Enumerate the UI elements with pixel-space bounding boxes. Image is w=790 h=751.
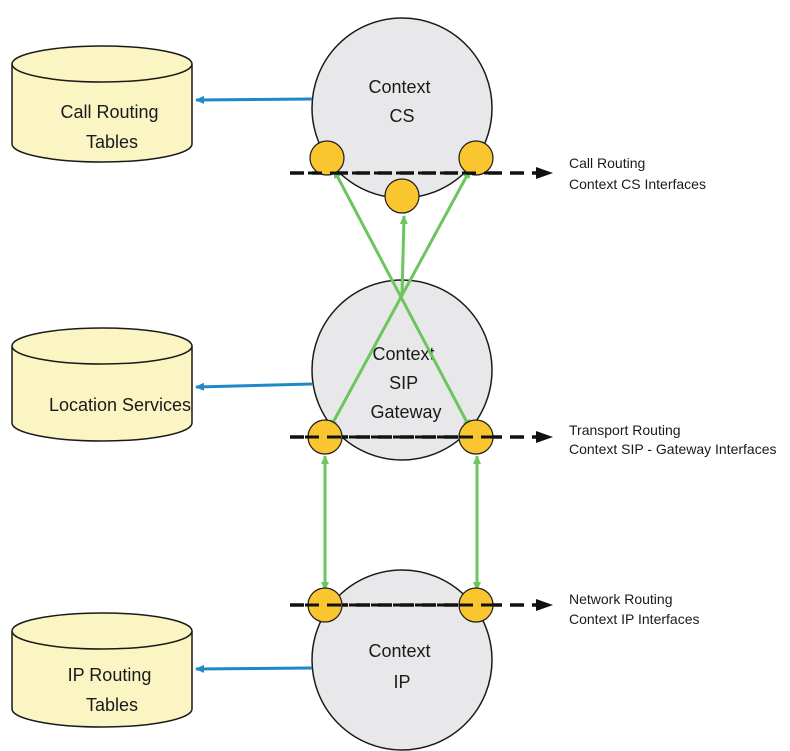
context-cs-label-line-2: CS bbox=[389, 106, 414, 126]
interface-label-sip-line-1: Transport Routing bbox=[569, 422, 681, 438]
database-call-routing-label: Call Routing Tables bbox=[60, 102, 163, 152]
context-ip-circle bbox=[311, 569, 493, 751]
context-sip-label-line-3: Gateway bbox=[370, 402, 441, 422]
green-arrow-cs-center-down bbox=[399, 215, 408, 297]
arrow-sip-to-location bbox=[195, 382, 313, 391]
arrow-ip-to-ip-routing bbox=[195, 664, 313, 673]
interface-dot-cs-right bbox=[458, 140, 494, 176]
interface-label-ip-line-2: Context IP Interfaces bbox=[569, 611, 699, 627]
database-location-services-line-1: Location Services bbox=[49, 395, 191, 415]
green-arrow-cs-right-to-sip-left bbox=[328, 169, 472, 429]
interface-dot-cs-bottom bbox=[384, 178, 420, 214]
interface-label-cs: Call Routing Context CS Interfaces bbox=[569, 155, 706, 192]
interface-dot-cs-left bbox=[309, 140, 345, 176]
arrow-cs-to-call-routing bbox=[195, 95, 313, 104]
interface-label-cs-line-1: Call Routing bbox=[569, 155, 645, 171]
interface-label-cs-line-2: Context CS Interfaces bbox=[569, 176, 706, 192]
database-call-routing-line-2: Tables bbox=[86, 132, 138, 152]
context-ip-label-line-1: Context bbox=[368, 641, 430, 661]
context-cs-label: Context CS bbox=[368, 77, 435, 126]
interface-label-sip-line-2: Context SIP - Gateway Interfaces bbox=[569, 441, 777, 457]
database-call-routing: Call Routing Tables bbox=[11, 45, 193, 163]
context-cs-label-line-1: Context bbox=[368, 77, 430, 97]
context-sip-label-line-1: Context bbox=[372, 344, 434, 364]
interface-label-sip: Transport Routing Context SIP - Gateway … bbox=[569, 422, 777, 457]
database-ip-routing: IP Routing Tables bbox=[11, 612, 193, 728]
context-ip-label-line-2: IP bbox=[393, 672, 410, 692]
database-call-routing-line-1: Call Routing bbox=[60, 102, 158, 122]
database-ip-routing-label: IP Routing Tables bbox=[68, 665, 157, 715]
interface-label-ip: Network Routing Context IP Interfaces bbox=[569, 591, 699, 627]
database-ip-routing-line-2: Tables bbox=[86, 695, 138, 715]
database-ip-routing-line-1: IP Routing bbox=[68, 665, 152, 685]
database-location-services-label: Location Services bbox=[49, 395, 191, 415]
interface-label-ip-line-1: Network Routing bbox=[569, 591, 673, 607]
database-location-services: Location Services bbox=[11, 327, 193, 442]
context-sip-label-line-2: SIP bbox=[389, 373, 418, 393]
context-ip-label: Context IP bbox=[368, 641, 435, 692]
